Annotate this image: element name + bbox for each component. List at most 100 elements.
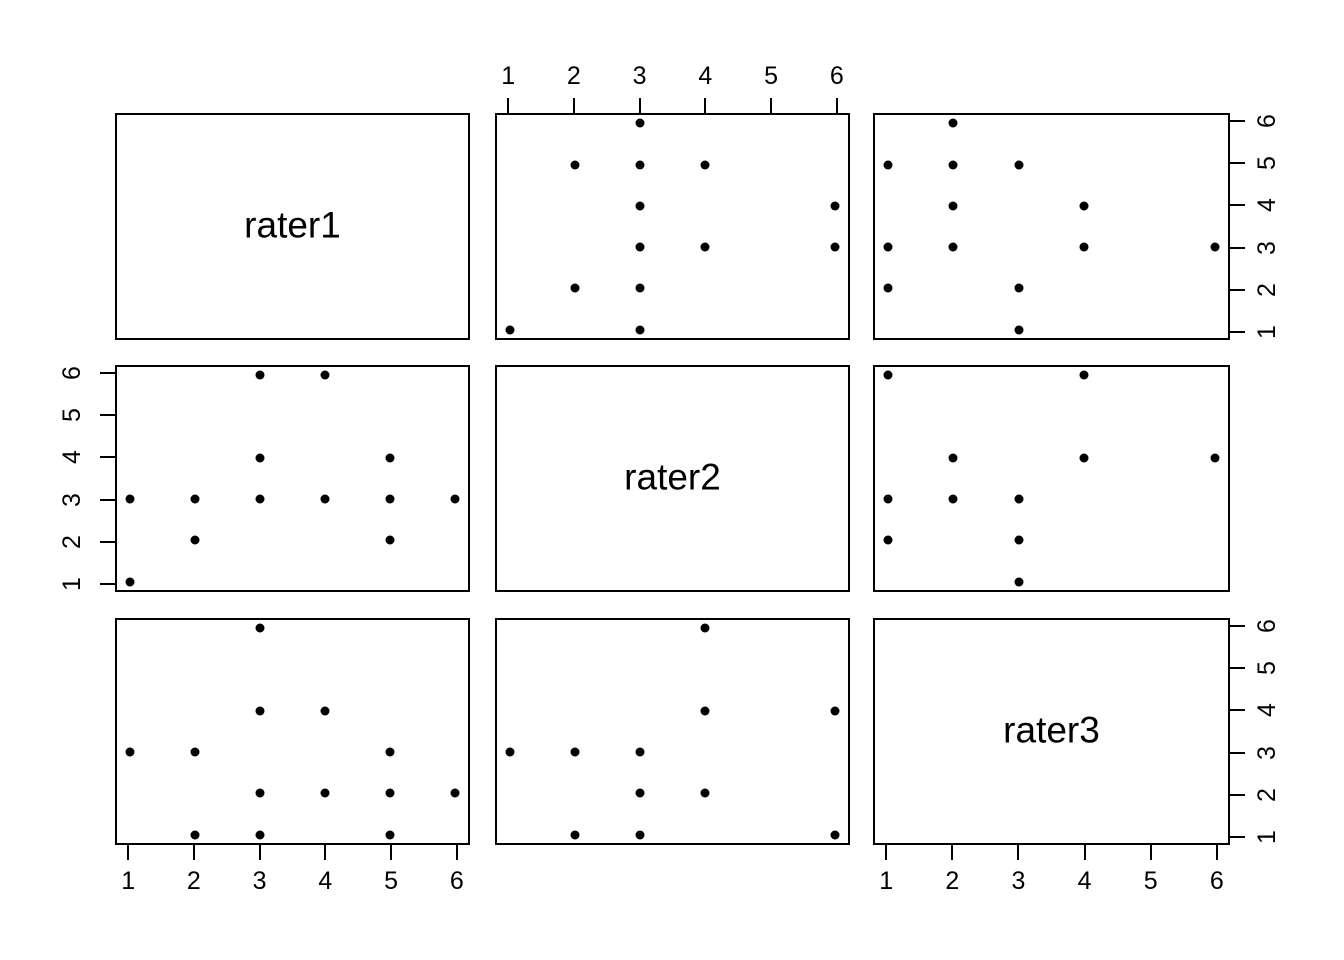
right-axis-tick-label: 2 [1253, 282, 1281, 297]
data-point [635, 160, 645, 170]
data-point [948, 160, 958, 170]
data-point [1014, 494, 1024, 504]
data-point [1014, 577, 1024, 587]
data-point [1014, 535, 1024, 545]
data-point [450, 494, 460, 504]
bottom-axis-tick [390, 845, 393, 860]
data-point [125, 747, 135, 757]
bottom-axis-tick-label: 1 [879, 867, 894, 895]
data-point [385, 830, 395, 840]
right-axis-tick-label: 5 [1253, 661, 1281, 676]
bottom-axis-tick [192, 845, 195, 860]
left-axis-tick-label: 4 [58, 450, 86, 465]
data-point [255, 706, 265, 716]
data-point [255, 788, 265, 798]
data-point [320, 706, 330, 716]
data-point [570, 160, 580, 170]
data-point [883, 535, 893, 545]
data-point [125, 494, 135, 504]
data-point [1079, 453, 1089, 463]
top-axis-tick-label: 6 [829, 62, 844, 90]
data-point [190, 535, 200, 545]
top-axis-tick [835, 98, 838, 113]
diagonal-label-rater3: rater3 [1003, 708, 1100, 750]
top-axis-tick-label: 1 [501, 62, 516, 90]
bottom-axis-tick [324, 845, 327, 860]
right-axis-tick [1230, 793, 1245, 796]
data-point [570, 830, 580, 840]
right-axis-tick [1230, 709, 1245, 712]
left-axis-tick [100, 372, 115, 375]
bottom-axis-tick-label: 5 [1143, 867, 1158, 895]
right-axis-tick-label: 3 [1253, 745, 1281, 760]
right-axis-tick [1230, 835, 1245, 838]
left-axis-tick-label: 6 [58, 366, 86, 381]
data-point [700, 706, 710, 716]
data-point [190, 747, 200, 757]
right-axis-tick-label: 4 [1253, 198, 1281, 213]
right-axis-tick-label: 6 [1253, 114, 1281, 129]
data-point [700, 160, 710, 170]
right-axis-tick-label: 1 [1253, 324, 1281, 339]
top-axis-tick [572, 98, 575, 113]
data-point [635, 325, 645, 335]
data-point [505, 325, 515, 335]
data-point [948, 118, 958, 128]
data-point [948, 494, 958, 504]
left-axis-tick [100, 456, 115, 459]
data-point [190, 494, 200, 504]
left-axis-tick [100, 414, 115, 417]
data-point [450, 788, 460, 798]
data-point [635, 118, 645, 128]
data-point [883, 283, 893, 293]
data-point [883, 242, 893, 252]
data-point [700, 623, 710, 633]
bottom-axis-tick [455, 845, 458, 860]
data-point [385, 453, 395, 463]
data-point [635, 201, 645, 211]
bottom-axis-tick-label: 3 [1011, 867, 1026, 895]
top-axis-tick [638, 98, 641, 113]
data-point [320, 494, 330, 504]
scatter-panel-rater2-vs-rater1 [115, 365, 470, 592]
left-axis-tick-label: 5 [58, 408, 86, 423]
bottom-axis-tick-label: 6 [449, 867, 464, 895]
diagonal-panel-rater1: rater1 [115, 113, 470, 340]
top-axis-tick-label: 4 [698, 62, 713, 90]
top-axis-tick-label: 5 [764, 62, 779, 90]
bottom-axis-tick-label: 2 [186, 867, 201, 895]
right-axis-tick-label: 1 [1253, 829, 1281, 844]
data-point [830, 706, 840, 716]
right-axis-tick [1230, 288, 1245, 291]
data-point [385, 788, 395, 798]
right-axis-tick [1230, 751, 1245, 754]
data-point [883, 370, 893, 380]
data-point [1079, 201, 1089, 211]
bottom-axis-tick [1017, 845, 1020, 860]
left-axis-tick-label: 2 [58, 534, 86, 549]
data-point [385, 747, 395, 757]
data-point [700, 788, 710, 798]
scatter-panel-rater1-vs-rater3 [873, 113, 1230, 340]
data-point [635, 747, 645, 757]
right-axis-tick [1230, 330, 1245, 333]
right-axis-tick-label: 6 [1253, 619, 1281, 634]
data-point [1014, 325, 1024, 335]
left-axis-tick-label: 3 [58, 492, 86, 507]
data-point [635, 242, 645, 252]
data-point [830, 830, 840, 840]
data-point [830, 201, 840, 211]
data-point [948, 453, 958, 463]
data-point [700, 242, 710, 252]
data-point [570, 747, 580, 757]
right-axis-tick [1230, 625, 1245, 628]
bottom-axis-tick [1149, 845, 1152, 860]
right-axis-tick [1230, 162, 1245, 165]
data-point [255, 494, 265, 504]
data-point [1079, 370, 1089, 380]
bottom-axis-tick [951, 845, 954, 860]
right-axis-tick [1230, 204, 1245, 207]
data-point [1210, 453, 1220, 463]
top-axis-tick [507, 98, 510, 113]
